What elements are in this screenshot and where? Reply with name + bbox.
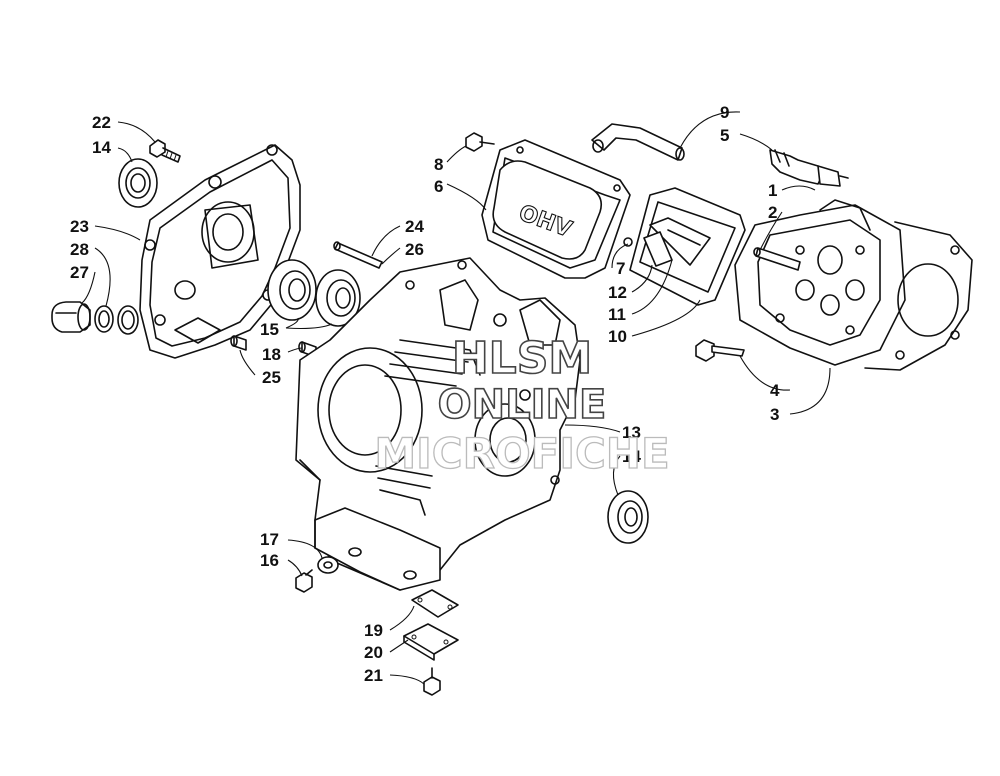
- callout-4: 4: [770, 381, 780, 400]
- screw-7: [623, 237, 633, 247]
- watermark-line-2: ONLINE: [438, 382, 607, 428]
- washer-17: [317, 556, 339, 574]
- bolt-22: [149, 139, 181, 163]
- seal-23: [117, 305, 139, 335]
- callout-18: 18: [262, 345, 281, 364]
- head-gasket-3: [864, 221, 973, 371]
- callout-20: 20: [364, 643, 383, 662]
- callout-22: 22: [92, 113, 111, 132]
- bolt-21: [423, 667, 441, 696]
- callout-14-left: 14: [92, 138, 111, 157]
- callout-28: 28: [70, 240, 89, 259]
- callout-12: 12: [608, 283, 627, 302]
- stud-2: [753, 247, 801, 271]
- callout-5: 5: [720, 126, 729, 145]
- bearing-14-right: [607, 490, 649, 544]
- callout-16: 16: [260, 551, 279, 570]
- bolt-16: [295, 569, 313, 593]
- o-ring-28: [94, 305, 114, 333]
- callout-23: 23: [70, 217, 89, 236]
- leader-lines: [81, 111, 831, 685]
- cover-plate-20: [403, 623, 459, 661]
- callout-10: 10: [608, 327, 627, 346]
- oil-plug-27: [51, 301, 91, 333]
- callout-3: 3: [770, 405, 779, 424]
- bearing-14-left: [118, 158, 158, 208]
- watermark: HLSM ONLINE MICROFICHE: [374, 332, 671, 478]
- callout-8: 8: [434, 155, 443, 174]
- spark-plug-5: [769, 149, 849, 187]
- callout-19: 19: [364, 621, 383, 640]
- bolt-4: [695, 339, 745, 362]
- callout-21: 21: [364, 666, 383, 685]
- callout-24: 24: [405, 217, 424, 236]
- watermark-line-3: MICROFICHE: [374, 429, 669, 478]
- bolt-8: [465, 132, 495, 152]
- callout-2: 2: [768, 203, 777, 222]
- callout-26: 26: [405, 240, 424, 259]
- watermark-line-1: HLSM: [452, 333, 592, 384]
- breather-plate-11: [649, 217, 711, 266]
- breather-hose-9: [591, 123, 685, 161]
- dowel-pin-25: [230, 335, 247, 351]
- callout-9: 9: [720, 103, 729, 122]
- shaft-24: [333, 241, 383, 269]
- callout-1: 1: [768, 181, 777, 200]
- gasket-19: [411, 589, 459, 618]
- callout-25: 25: [262, 368, 281, 387]
- callout-11: 11: [608, 305, 626, 324]
- crankcase-base: [314, 507, 441, 591]
- callout-7: 7: [616, 259, 625, 278]
- callout-15: 15: [260, 320, 279, 339]
- cylinder-head: [734, 199, 906, 366]
- callout-numbers: 22 14 23 28 27 15 18 25 24 26 8 6 9 5 1 …: [70, 103, 780, 685]
- callout-6: 6: [434, 177, 443, 196]
- bearing-15a: [267, 259, 317, 321]
- callout-17: 17: [260, 530, 279, 549]
- callout-27: 27: [70, 263, 89, 282]
- bearing-15b: [315, 269, 361, 327]
- crankcase-block: [295, 257, 581, 591]
- callout-14-right: 14: [622, 447, 641, 466]
- valve-cover: OHV: [481, 139, 631, 279]
- callout-13: 13: [622, 423, 641, 442]
